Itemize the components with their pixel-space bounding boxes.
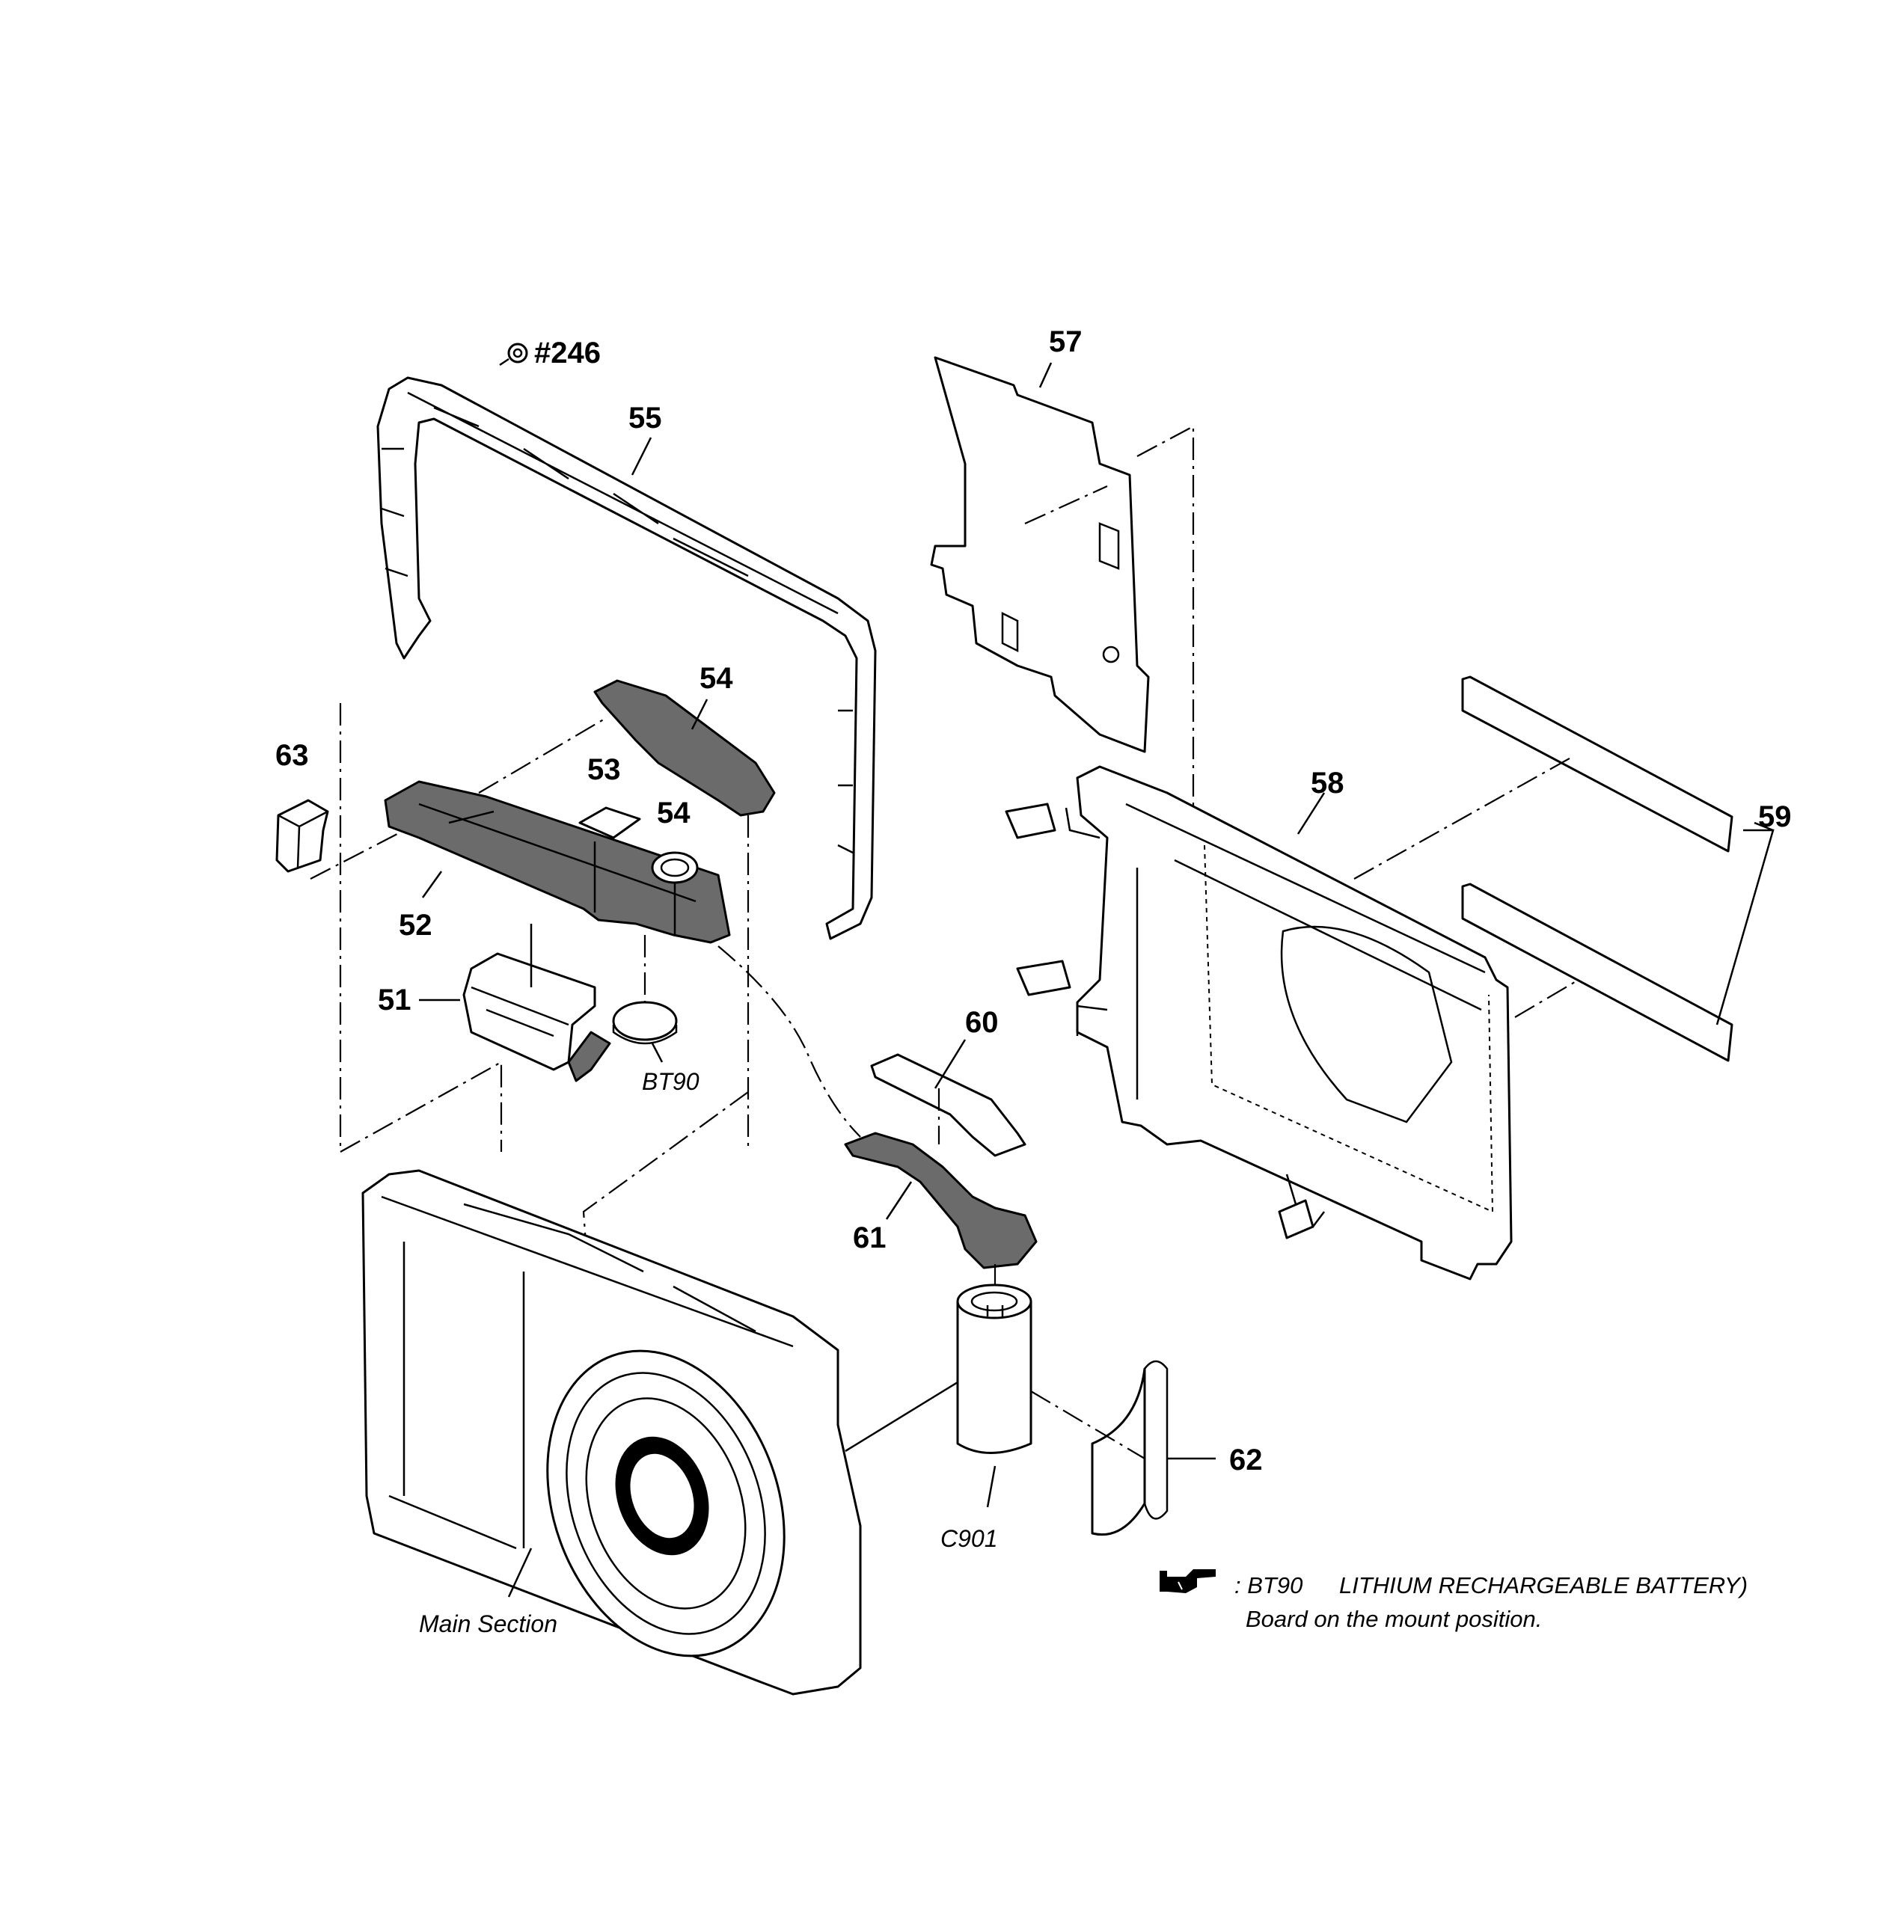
lens-barrel: [546, 1349, 786, 1657]
part-58-chassis: [1005, 765, 1513, 1281]
label-59: 59: [1758, 800, 1792, 833]
label-c901: C901: [940, 1525, 998, 1552]
part-53-pad: [578, 806, 641, 839]
label-62: 62: [1229, 1444, 1263, 1476]
part-59-strip-top: [1461, 675, 1733, 853]
label-55: 54: [700, 662, 733, 695]
pointing-hand-icon: [1160, 1569, 1216, 1593]
part-61-flex: [844, 1132, 1038, 1269]
label-63: 63: [275, 739, 309, 772]
part-55-flex: [593, 679, 776, 817]
label-51: 51: [378, 984, 411, 1016]
battery-bt90: [612, 1001, 678, 1045]
part-57-sheet: [930, 356, 1150, 753]
part-51-connector: [462, 952, 611, 1082]
label-bt90: BT90: [642, 1068, 700, 1095]
label-54: 54: [657, 797, 691, 829]
label-58: 58: [1311, 767, 1344, 800]
label-main-section: Main Section: [419, 1610, 557, 1637]
label-52: 52: [399, 909, 432, 942]
legend-line2: Board on the mount position.: [1246, 1606, 1542, 1632]
part-59-strip-bottom: [1461, 883, 1733, 1062]
label-53: 53: [587, 753, 621, 786]
screw-icon: [499, 343, 528, 367]
main-section-body: [361, 1169, 962, 1696]
capacitor-c901: [956, 1284, 1032, 1454]
legend-text: LITHIUM RECHARGEABLE BATTERY): [1339, 1572, 1748, 1598]
label-60: 60: [965, 1006, 999, 1039]
label-57: 57: [1049, 325, 1083, 358]
part-60-sheet: [870, 1053, 1026, 1157]
label-61: 61: [853, 1221, 887, 1254]
part-56-frame: [376, 376, 877, 940]
part-62-sleeve: [1091, 1360, 1169, 1536]
label-56: 55: [628, 402, 662, 435]
part-52-board: [384, 780, 731, 944]
part-54-ring: [651, 851, 699, 884]
part-63-bracket: [275, 799, 329, 873]
legend-ref: : BT90: [1234, 1572, 1303, 1598]
screw-label: #246: [534, 337, 601, 369]
